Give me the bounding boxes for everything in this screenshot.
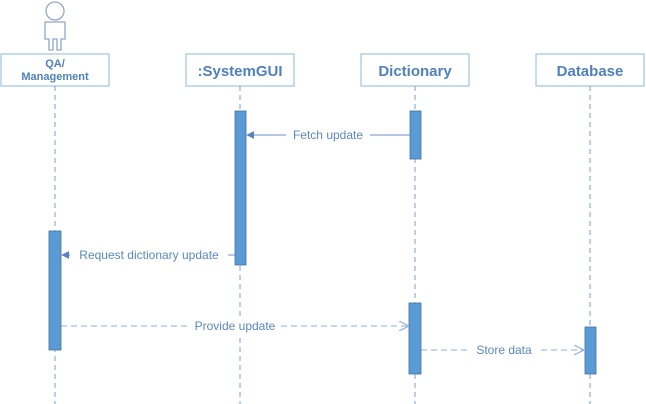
participant-label-qa-line1: QA/ (45, 58, 65, 70)
message-label-request-dictionary-update: Request dictionary update (79, 248, 219, 262)
message-store-data: Store data (421, 341, 583, 358)
participant-label-qa-line2: Management (21, 71, 89, 83)
participant-label-dictionary: Dictionary (378, 63, 452, 80)
participant-database: Database (535, 53, 645, 87)
participant-label-database: Database (557, 63, 624, 80)
activation-qa (48, 230, 62, 351)
participant-qa-management: QA/ Management (0, 53, 110, 87)
activation-dictionary-2 (408, 302, 422, 375)
message-label-provide-update: Provide update (195, 319, 276, 333)
activation-database (584, 326, 597, 375)
activation-systemgui (234, 110, 247, 266)
message-fetch-update: Fetch update (246, 126, 410, 143)
activation-dictionary-1 (409, 110, 422, 160)
participant-box-database (535, 53, 645, 87)
message-provide-update: Provide update (61, 317, 408, 334)
message-label-store-data: Store data (476, 343, 532, 357)
message-label-fetch-update: Fetch update (293, 128, 363, 142)
actor-stick-figure-icon (44, 1, 66, 51)
participant-dictionary: Dictionary (360, 53, 470, 87)
message-request-dictionary-update: Request dictionary update (61, 246, 235, 263)
participant-box-systemgui (185, 53, 295, 87)
participant-systemgui: :SystemGUI (185, 53, 295, 87)
participant-label-systemgui: :SystemGUI (197, 63, 282, 80)
participant-box-qa (0, 53, 110, 87)
